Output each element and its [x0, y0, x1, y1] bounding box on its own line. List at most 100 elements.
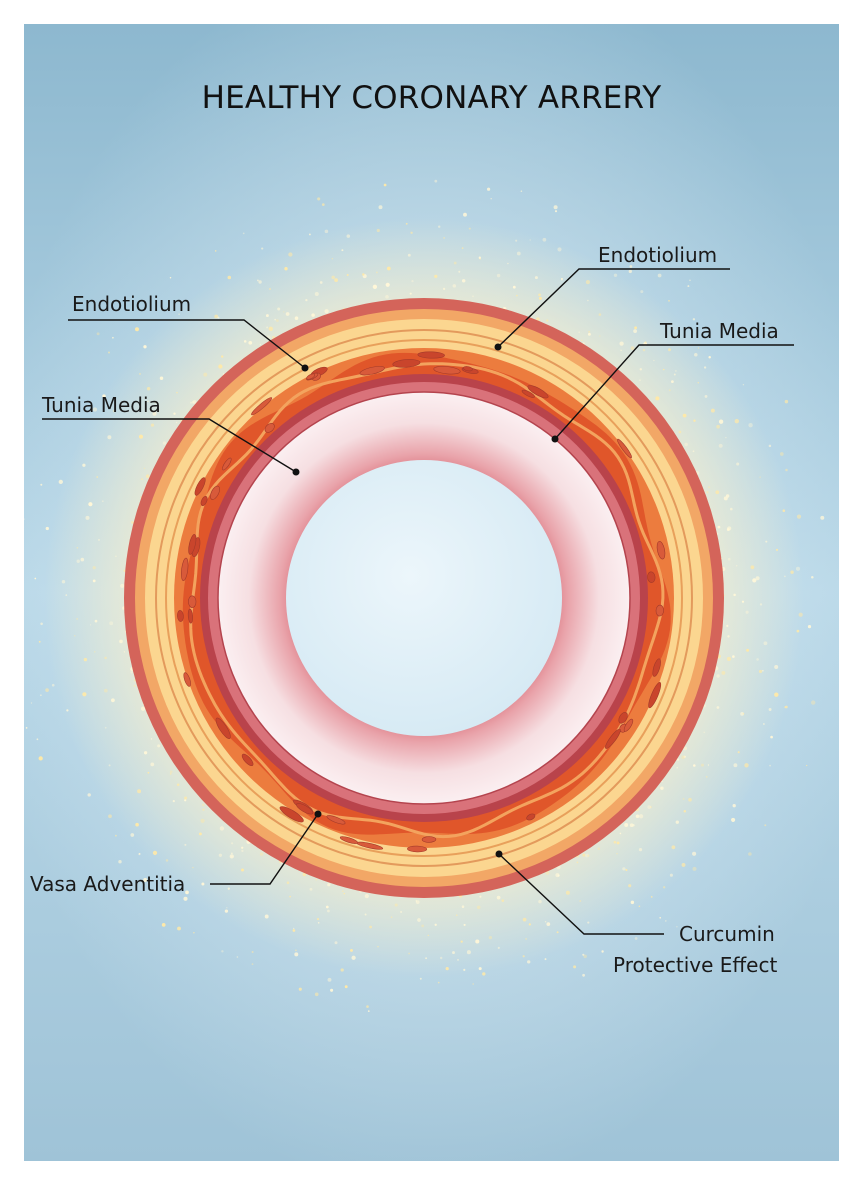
sparkle: [774, 693, 778, 697]
sparkle: [689, 279, 691, 281]
sparkle: [535, 276, 538, 279]
sparkle: [513, 286, 516, 289]
sparkle: [342, 890, 344, 892]
sparkle: [769, 765, 771, 767]
sparkle: [633, 329, 637, 333]
sparkle: [752, 578, 756, 582]
sparkle: [751, 565, 755, 569]
sparkle: [162, 923, 166, 927]
wall-cell: [177, 610, 184, 622]
sparkle: [97, 332, 100, 335]
sparkle: [806, 765, 807, 766]
sparkle: [276, 319, 279, 322]
sparkle: [665, 920, 667, 922]
sparkle: [614, 841, 617, 844]
sparkle: [345, 985, 348, 988]
sparkle: [77, 560, 80, 563]
sparkle: [317, 918, 319, 920]
sparkle: [170, 771, 173, 774]
sparkle: [640, 368, 642, 370]
sparkle: [318, 922, 320, 924]
sparkle: [144, 468, 145, 469]
sparkle: [616, 853, 618, 855]
sparkle: [192, 867, 193, 868]
sparkle: [763, 641, 767, 645]
sparkle: [284, 267, 287, 270]
sparkle: [463, 213, 467, 217]
sparkle: [265, 915, 269, 919]
sparkle: [588, 331, 590, 333]
sparkle: [783, 509, 786, 512]
sparkle: [173, 800, 175, 802]
sparkle: [266, 326, 268, 328]
sparkle: [190, 402, 192, 404]
sparkle: [472, 983, 474, 985]
sparkle: [173, 412, 175, 414]
sparkle: [334, 278, 338, 282]
sparkle: [241, 850, 243, 852]
sparkle: [440, 957, 442, 959]
sparkle: [555, 210, 557, 212]
sparkle: [808, 625, 811, 628]
sparkle: [742, 601, 744, 603]
sparkle: [759, 670, 762, 673]
sparkle: [417, 918, 421, 922]
sparkle: [658, 274, 662, 278]
sparkle: [582, 974, 585, 977]
sparkle: [65, 594, 67, 596]
sparkle: [557, 247, 561, 251]
sparkle: [716, 674, 719, 677]
sparkle: [252, 951, 254, 953]
dot-endothelium-left: [302, 365, 309, 372]
sparkle: [454, 262, 457, 265]
sparkle: [482, 972, 485, 975]
sparkle: [425, 957, 427, 959]
sparkle: [694, 353, 698, 357]
sparkle: [599, 335, 600, 336]
sparkle: [93, 580, 96, 583]
sparkle: [119, 640, 123, 644]
sparkle: [453, 284, 457, 288]
sparkle: [322, 203, 325, 206]
sparkle: [157, 744, 160, 747]
sparkle: [743, 384, 744, 385]
sparkle: [331, 276, 335, 280]
diagram-title: HEALTHY CORONARY ARRERY: [24, 80, 839, 116]
sparkle: [201, 882, 204, 885]
sparkle: [243, 233, 245, 235]
sparkle: [139, 373, 141, 375]
sparkle: [377, 229, 380, 232]
sparkle: [726, 625, 728, 627]
sparkle: [530, 239, 531, 240]
sparkle: [489, 936, 492, 939]
sparkle: [463, 969, 465, 971]
sparkle: [762, 670, 764, 672]
sparkle: [617, 841, 620, 844]
sparkle: [490, 198, 491, 199]
sparkle: [639, 380, 640, 381]
sparkle: [538, 900, 542, 904]
sparkle: [274, 319, 276, 321]
sparkle: [732, 655, 735, 658]
sparkle: [546, 320, 548, 322]
sparkle: [538, 294, 541, 297]
wall-cell: [422, 836, 436, 842]
sparkle: [40, 623, 43, 626]
sparkle: [294, 952, 298, 956]
sparkle: [675, 370, 676, 371]
sparkle: [716, 425, 720, 429]
sparkle: [124, 651, 125, 652]
sparkle: [421, 924, 424, 927]
sparkle: [663, 369, 664, 370]
sparkle: [257, 279, 259, 281]
sparkle: [434, 180, 437, 183]
sparkle: [555, 873, 559, 877]
sparkle: [316, 879, 317, 880]
sparkle: [184, 844, 186, 846]
sparkle: [681, 755, 685, 759]
sparkle: [765, 541, 767, 543]
sparkle: [160, 377, 163, 380]
sparkle: [769, 445, 772, 448]
sparkle: [385, 295, 389, 299]
sparkle: [663, 886, 665, 888]
